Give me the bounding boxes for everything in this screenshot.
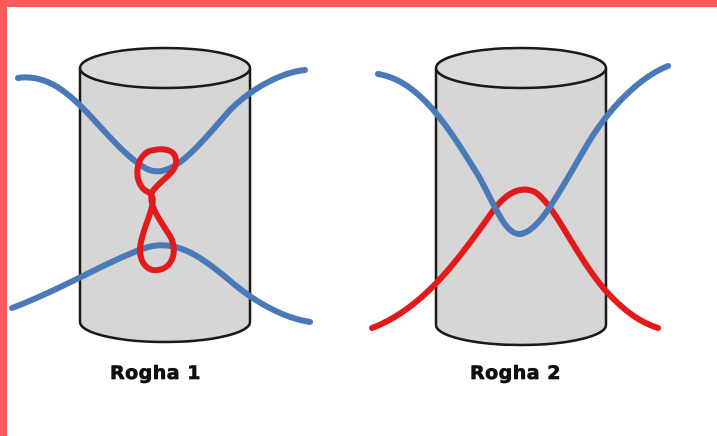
cylinder-1-body <box>78 68 252 344</box>
red-figure-eight <box>134 146 180 274</box>
caption-option-2: Rogha 2 <box>470 362 561 385</box>
figure-2 <box>369 46 671 347</box>
blue-curve-upper-1 <box>15 67 308 175</box>
caption-option-1: Rogha 1 <box>110 362 201 385</box>
cylinder-2-top <box>434 46 608 90</box>
figure-1 <box>9 46 313 344</box>
blue-curve-2 <box>375 63 671 237</box>
cylinder-1-top <box>78 46 252 90</box>
cylinder-2-body <box>434 68 608 347</box>
red-curve-2 <box>369 186 661 331</box>
